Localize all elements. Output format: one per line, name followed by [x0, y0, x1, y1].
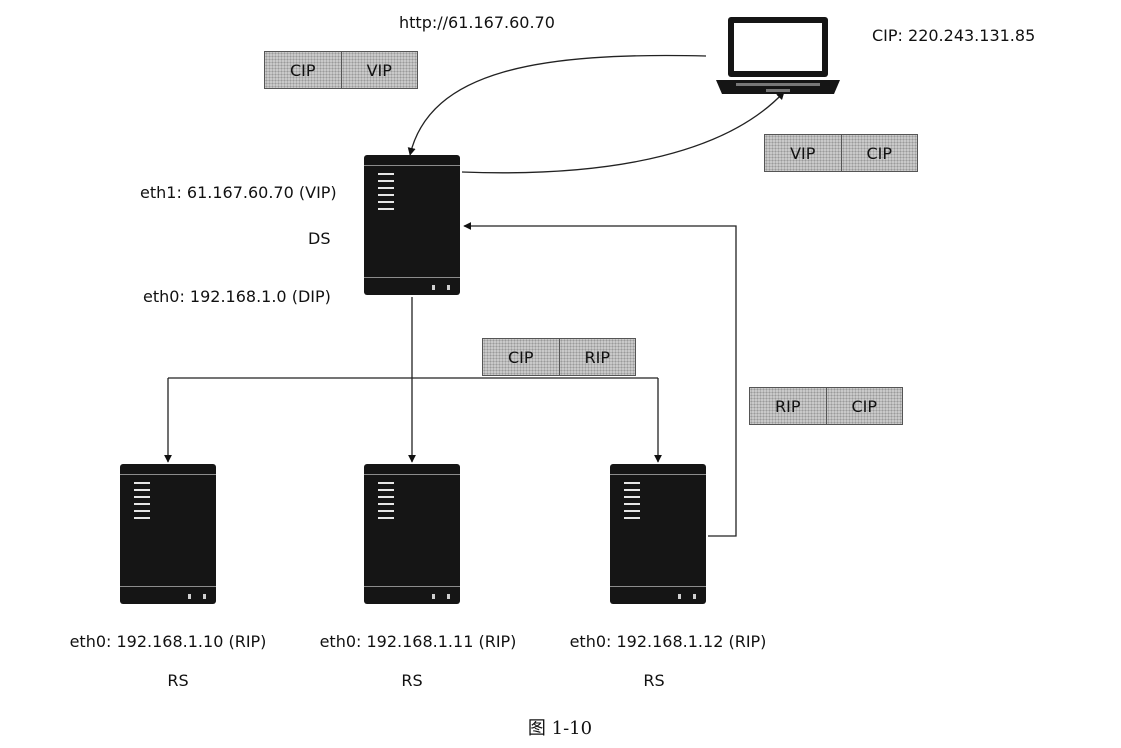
packet-destination: RIP	[558, 339, 635, 375]
client-ip-label: CIP: 220.243.131.85	[872, 26, 1036, 45]
packet-source: CIP	[265, 52, 341, 88]
real-server-3-icon	[610, 464, 706, 604]
packet-destination: VIP	[340, 52, 417, 88]
director-server-icon	[364, 155, 460, 295]
rs3-eth0-label: eth0: 192.168.1.12 (RIP)	[569, 632, 767, 651]
packet-rip-cip: RIP CIP	[749, 387, 903, 425]
packet-vip-cip: VIP CIP	[764, 134, 918, 172]
client-laptop-icon	[716, 17, 840, 94]
rs3-return-line	[463, 222, 737, 537]
rs3-name-label: RS	[643, 671, 665, 690]
rs2-name-label: RS	[401, 671, 423, 690]
real-server-2-icon	[364, 464, 460, 604]
packet-destination: CIP	[840, 135, 917, 171]
director-eth0-label: eth0: 192.168.1.0 (DIP)	[143, 287, 331, 306]
rs2-eth0-label: eth0: 192.168.1.11 (RIP)	[319, 632, 517, 651]
director-eth1-label: eth1: 61.167.60.70 (VIP)	[140, 183, 337, 202]
packet-cip-vip: CIP VIP	[264, 51, 418, 89]
packet-source: RIP	[750, 388, 826, 424]
url-label: http://61.167.60.70	[399, 13, 555, 32]
real-server-1-icon	[120, 464, 216, 604]
director-name-label: DS	[308, 229, 331, 248]
request-arrow	[407, 54, 707, 156]
packet-source: VIP	[765, 135, 841, 171]
packet-destination: CIP	[825, 388, 902, 424]
figure-caption: 图 1-10	[527, 718, 593, 739]
packet-cip-rip: CIP RIP	[482, 338, 636, 376]
rs1-name-label: RS	[167, 671, 189, 690]
response-to-client-arrow	[461, 91, 785, 174]
rs1-eth0-label: eth0: 192.168.1.10 (RIP)	[69, 632, 267, 651]
packet-source: CIP	[483, 339, 559, 375]
